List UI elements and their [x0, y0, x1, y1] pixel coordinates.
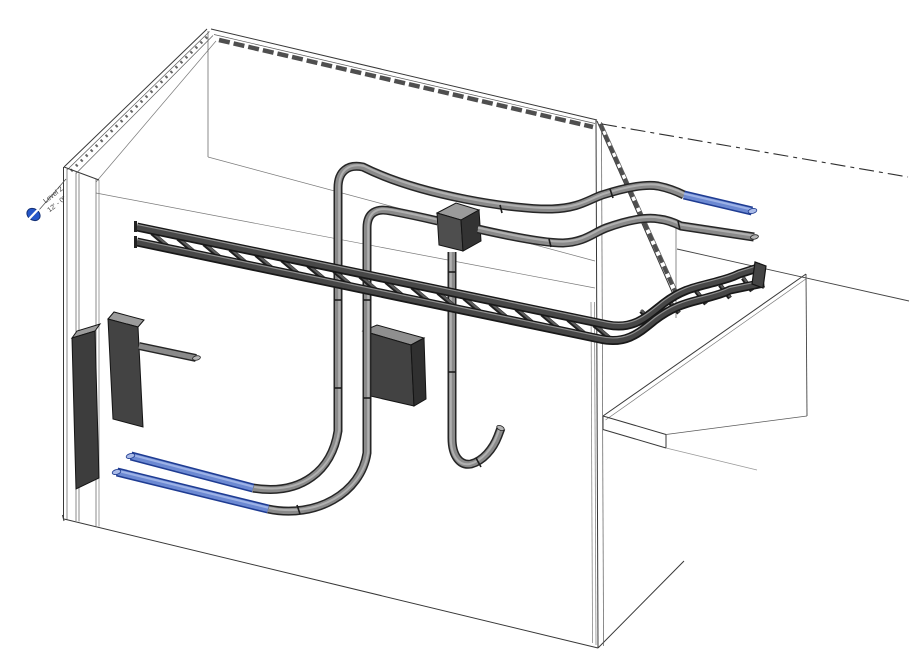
conduit-j-hook[interactable] [448, 252, 505, 467]
low-wall-edge [676, 248, 910, 302]
conduit-open-end [125, 453, 136, 459]
slab-edge [665, 415, 808, 435]
conduit-coupling [548, 238, 552, 248]
room-shell[interactable] [62, 28, 910, 649]
slab-top-edge [602, 273, 807, 417]
conduit-coupling [475, 457, 482, 468]
conduit-run-1[interactable] [253, 165, 685, 489]
slab-top-edge [605, 278, 807, 421]
wall-edge [594, 301, 597, 646]
wall-cut-hatch [598, 123, 680, 299]
level-head-slash [27, 207, 40, 221]
slab-edge [602, 415, 667, 435]
panel-front-face [107, 318, 144, 428]
wall-base-edge [62, 514, 65, 522]
slab-edge [602, 429, 667, 449]
wall-panel-1[interactable] [70, 323, 102, 490]
conduit-run-2-continuation[interactable] [478, 217, 759, 247]
wall-base-edge [597, 560, 685, 649]
box-side-face [460, 209, 482, 252]
reference-line[interactable] [601, 123, 909, 178]
conduit-open-end [111, 469, 122, 475]
wall-panel-2[interactable] [107, 311, 201, 428]
wall-cut-hatch [69, 32, 212, 173]
interior-floor-line [95, 192, 596, 289]
wall-cut-hatch [218, 37, 594, 130]
wall-edge [63, 28, 208, 168]
cable-tray[interactable] [136, 221, 767, 341]
slab-edge [665, 447, 758, 471]
conduit-coupling [677, 220, 681, 231]
conduit-open-end [192, 355, 201, 361]
box-side-face [410, 337, 427, 407]
blue-stub-lower-1[interactable] [125, 453, 253, 488]
wall-edge [601, 121, 604, 647]
wall-edge [63, 166, 100, 181]
conduit-open-end [747, 208, 758, 214]
wall-edge [210, 28, 598, 121]
level-leader-line [38, 178, 67, 211]
wall-edge [67, 31, 210, 170]
blue-stub-upper[interactable] [684, 194, 758, 215]
conduit-open-end [496, 424, 505, 432]
panel-front-face [71, 330, 100, 490]
panel-box[interactable] [361, 324, 427, 407]
conduit-run-2[interactable] [268, 209, 439, 514]
wall-edge [590, 301, 593, 644]
section-cut-edge [805, 273, 808, 417]
level-marker[interactable]: Level 2 12' - 0" [25, 178, 69, 223]
wall-edge [95, 40, 217, 183]
wall-edge [75, 35, 214, 174]
wall-edge [595, 119, 599, 649]
conduit-coupling [609, 188, 614, 199]
wall-edge [601, 122, 681, 298]
panel-conduit-stub[interactable] [139, 346, 201, 361]
wall-base-edge [63, 518, 599, 649]
conduit-coupling [499, 204, 503, 214]
conduit-coupling [296, 504, 301, 515]
conduit-open-end [750, 234, 759, 240]
tray-end-plate [751, 261, 767, 289]
junction-box[interactable] [435, 202, 482, 252]
blue-stub-lower-2[interactable] [111, 469, 268, 509]
wall-edge [213, 34, 596, 124]
